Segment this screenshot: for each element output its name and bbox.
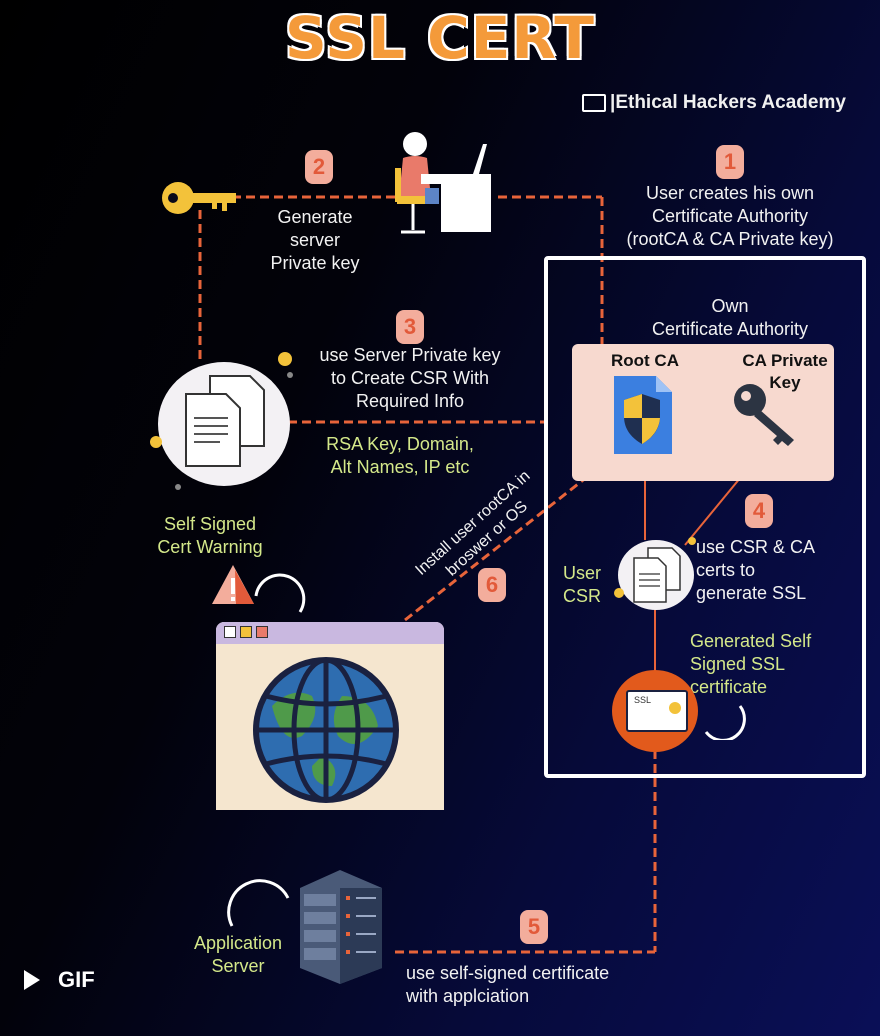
decor-dot [614,588,624,598]
step-4-line: generate SSL [696,583,807,603]
own-ca-title: Own Certificate Authority [600,295,860,341]
step-2-text: Generate server Private key [230,206,400,275]
ssl-certificate-icon: SSL [626,690,688,732]
own-ca-line: Certificate Authority [651,319,809,339]
brand-logo: |Ethical Hackers Academy [582,92,846,114]
user-csr-line: CSR [562,586,601,606]
step-4-line: use CSR & CA [696,537,816,557]
step-4-text: use CSR & CA certs to generate SSL [696,536,856,605]
seal-icon [669,702,681,714]
key-icon [162,182,236,214]
step-2-line: Private key [270,253,360,273]
app-server-line: Server [211,956,265,976]
step-6-badge: 6 [478,568,506,602]
step-2-badge: 2 [305,150,333,184]
server-rack-icon [300,870,382,984]
laptop-icon [582,93,606,112]
step-2-line: server [289,230,340,250]
decor-dot [287,372,293,378]
arc-decoration [704,705,746,740]
own-ca-box [544,256,866,778]
step-2-line: Generate [277,207,353,227]
step-1-line: Certificate Authority [651,206,809,226]
user-csr-documents-icon [633,547,681,603]
ssl-text: SSL [634,695,652,705]
user-csr-label: User CSR [552,562,612,608]
step-5-text: use self-signed certificate with applcia… [406,962,706,1008]
step-3-line: to Create CSR With [330,368,490,388]
user-csr-line: User [562,563,601,583]
maximize-icon [240,626,252,638]
generated-cert-line: Generated Self [690,631,812,651]
decor-dot [175,484,181,490]
step-5-line: with applciation [406,986,530,1006]
step-1-badge: 1 [716,145,744,179]
app-server-line: Application [193,933,283,953]
arc-decoration [254,573,306,613]
certificate-shield-icon [614,376,672,454]
decor-dot [688,537,696,545]
step-5-badge: 5 [520,910,548,944]
root-ca-label: Root CA [611,351,679,370]
step-3-line: use Server Private key [319,345,501,365]
arc-decoration [227,879,290,927]
step-3-badge: 3 [396,310,424,344]
decor-dot [150,436,162,448]
close-icon [256,626,268,638]
play-icon[interactable] [24,970,40,991]
generated-cert-line: certificate [690,677,768,697]
application-server-label: Application Server [172,932,304,978]
globe-icon [253,657,399,803]
ca-key-line: Key [769,373,801,392]
step-3-line: Required Info [355,391,465,411]
self-signed-warning-text: Self Signed Cert Warning [140,513,280,559]
page-title: SSL CERT [285,4,595,72]
ca-private-key-icon [734,384,794,446]
person-at-desk-icon [395,132,491,234]
generated-cert-label: Generated Self Signed SSL certificate [690,630,850,699]
gif-play-control[interactable]: GIF [24,966,95,993]
decor-dot [278,352,292,366]
csr-info-line: Alt Names, IP etc [330,457,470,477]
warning-line: Self Signed [163,514,257,534]
step-1-line: User creates his own [645,183,815,203]
brand-text: |Ethical Hackers Academy [610,92,846,113]
ca-key-line: CA Private [742,351,828,370]
documents-icon [185,375,265,467]
own-ca-line: Own [711,296,749,316]
warning-line: Cert Warning [157,537,263,557]
minimize-icon [224,626,236,638]
warning-triangle-icon [212,565,254,604]
csr-info-line: RSA Key, Domain, [326,434,474,454]
step-3-text: use Server Private key to Create CSR Wit… [290,344,530,413]
csr-info-text: RSA Key, Domain, Alt Names, IP etc [300,433,500,479]
step-5-line: use self-signed certificate [406,963,610,983]
generated-cert-line: Signed SSL [690,654,786,674]
ca-private-key-label: CA Private Key [730,350,840,394]
step-1-line: (rootCA & CA Private key) [626,229,834,249]
step-1-text: User creates his own Certificate Authori… [600,182,860,251]
gif-label: GIF [58,967,95,993]
step-4-badge: 4 [745,494,773,528]
step-4-line: certs to [696,560,756,580]
browser-title-bar [216,622,444,644]
